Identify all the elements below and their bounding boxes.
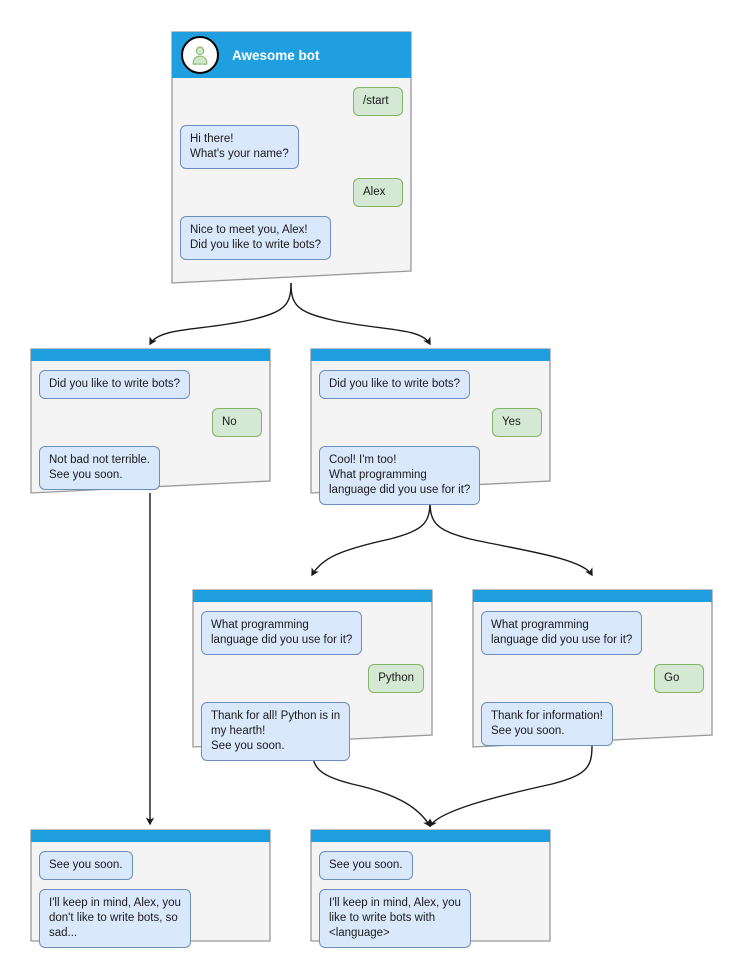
message-row: I'll keep in mind, Alex, you like to wri… [319, 889, 542, 948]
message-row: Nice to meet you, Alex! Did you like to … [180, 216, 403, 260]
message-row: Cool! I'm too! What programming language… [319, 446, 542, 505]
message-row: I'll keep in mind, Alex, you don't like … [39, 889, 262, 948]
bot-message-bubble[interactable]: Not bad not terrible. See you soon. [39, 446, 161, 490]
bot-title: Awesome bot [232, 47, 320, 63]
message-row: Did you like to write bots? [319, 370, 542, 399]
message-row: Thank for information! See you soon. [481, 702, 704, 746]
bot-message-bubble[interactable]: Thank for all! Python is in my hearth! S… [201, 702, 351, 761]
bot-message-bubble[interactable]: Nice to meet you, Alex! Did you like to … [180, 216, 332, 260]
card-branch-yes-header [311, 349, 550, 361]
card-end-happy[interactable]: See you soon. I'll keep in mind, Alex, y… [309, 828, 552, 948]
card-branch-go-header [473, 590, 712, 602]
user-message-bubble[interactable]: No [212, 408, 262, 437]
message-row: /start [180, 87, 403, 116]
card-end-sad-header [31, 830, 270, 842]
bot-message-bubble[interactable]: What programming language did you use fo… [481, 611, 643, 655]
card-end-happy-header [311, 830, 550, 842]
card-branch-python-messages: What programming language did you use fo… [191, 602, 434, 770]
message-row: Alex [180, 178, 403, 207]
bot-message-bubble[interactable]: Thank for information! See you soon. [481, 702, 613, 746]
message-row: See you soon. [319, 851, 542, 880]
card-end-sad-messages: See you soon. I'll keep in mind, Alex, y… [29, 842, 272, 957]
message-row: Hi there! What's your name? [180, 125, 403, 169]
card-branch-yes[interactable]: Did you like to write bots? Yes Cool! I'… [309, 347, 552, 505]
bot-message-bubble[interactable]: Hi there! What's your name? [180, 125, 299, 169]
message-row: See you soon. [39, 851, 262, 880]
card-root[interactable]: Awesome bot /start Hi there! What's your… [170, 30, 413, 285]
card-branch-go-messages: What programming language did you use fo… [471, 602, 714, 755]
card-branch-yes-messages: Did you like to write bots? Yes Cool! I'… [309, 361, 552, 514]
person-avatar-icon [181, 36, 219, 74]
message-row: No [39, 408, 262, 437]
bot-message-bubble[interactable]: See you soon. [39, 851, 133, 880]
bot-message-bubble[interactable]: Cool! I'm too! What programming language… [319, 446, 481, 505]
message-row: Python [201, 664, 424, 693]
card-branch-go[interactable]: What programming language did you use fo… [471, 588, 714, 749]
bot-message-bubble[interactable]: I'll keep in mind, Alex, you don't like … [39, 889, 191, 948]
user-message-bubble[interactable]: Alex [353, 178, 403, 207]
message-row: Go [481, 664, 704, 693]
edge-go-to-end-happy [429, 745, 593, 828]
user-message-bubble[interactable]: Yes [492, 408, 542, 437]
card-branch-python[interactable]: What programming language did you use fo… [191, 588, 434, 761]
message-row: Thank for all! Python is in my hearth! S… [201, 702, 424, 761]
card-branch-no-header [31, 349, 270, 361]
bot-message-bubble[interactable]: See you soon. [319, 851, 413, 880]
bot-message-bubble[interactable]: Did you like to write bots? [319, 370, 471, 399]
card-branch-python-header [193, 590, 432, 602]
bot-message-bubble[interactable]: What programming language did you use fo… [201, 611, 363, 655]
message-row: Yes [319, 408, 542, 437]
user-message-bubble[interactable]: /start [353, 87, 403, 116]
card-branch-no[interactable]: Did you like to write bots? No Not bad n… [29, 347, 272, 495]
card-end-sad[interactable]: See you soon. I'll keep in mind, Alex, y… [29, 828, 272, 948]
bot-message-bubble[interactable]: Did you like to write bots? [39, 370, 191, 399]
message-row: What programming language did you use fo… [481, 611, 704, 655]
card-root-messages: /start Hi there! What's your name? Alex … [170, 78, 413, 269]
card-end-happy-messages: See you soon. I'll keep in mind, Alex, y… [309, 842, 552, 957]
message-row: What programming language did you use fo… [201, 611, 424, 655]
user-message-bubble[interactable]: Python [368, 664, 424, 693]
edge-root-to-no [149, 282, 292, 346]
user-message-bubble[interactable]: Go [654, 664, 704, 693]
card-branch-no-messages: Did you like to write bots? No Not bad n… [29, 361, 272, 499]
edge-root-to-yes [290, 282, 431, 346]
bot-message-bubble[interactable]: I'll keep in mind, Alex, you like to wri… [319, 889, 471, 948]
card-root-header: Awesome bot [172, 32, 411, 78]
message-row: Did you like to write bots? [39, 370, 262, 399]
message-row: Not bad not terrible. See you soon. [39, 446, 262, 490]
